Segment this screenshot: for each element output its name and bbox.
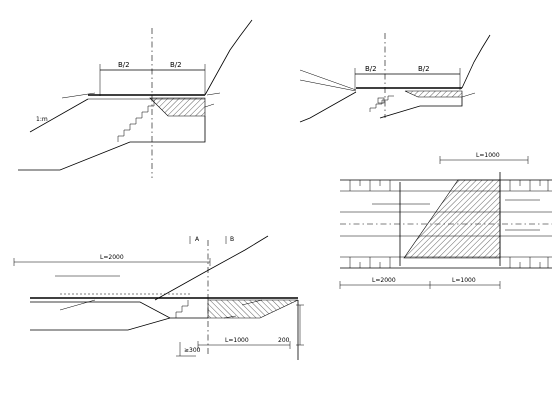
longitudinal-section: A B L=2000 L=1000 200 ≥300 [13,235,304,360]
length-label-bottom-right: L=1000 [452,277,476,284]
length-label-bottom: L=1000 [225,337,249,344]
half-width-label-left: B/2 [118,61,130,69]
section-mark-b: B [230,236,234,243]
cut-slope-line [461,34,491,89]
half-width-label-left: B/2 [365,65,377,73]
cut-slope-line [154,235,269,301]
dim-small-label: ≥300 [184,347,201,354]
original-ground-line [30,317,171,331]
slope-ratio-label: 1:m [36,116,48,123]
benching-steps [117,100,155,142]
original-ground-line [18,116,206,171]
cross-section-1: B/2 B/2 1:m [18,19,253,178]
slope-ticks-top [349,180,549,191]
benching-steps [175,300,189,318]
section-mark-a: A [195,236,200,243]
cut-slope-line [204,19,253,96]
length-label-top: L=1000 [476,152,500,159]
replacement-zone [207,299,299,319]
replacement-zone [149,97,206,117]
original-ground-line [379,97,463,119]
dim-offset-label: 200 [278,337,290,344]
length-label-top: L=2000 [100,254,124,261]
replacement-zone [404,90,463,98]
replacement-zone-plan [403,179,501,259]
half-width-label-right: B/2 [418,65,430,73]
fill-slope-line [29,98,89,133]
plan-view: L=1000 [339,152,552,289]
fill-slope-line [299,91,357,123]
half-width-label-right: B/2 [170,61,182,69]
slope-ticks-bottom [349,257,549,268]
cross-section-2: B/2 B/2 [299,33,491,123]
length-label-bottom-left: L=2000 [372,277,396,284]
benching-steps [369,95,394,112]
